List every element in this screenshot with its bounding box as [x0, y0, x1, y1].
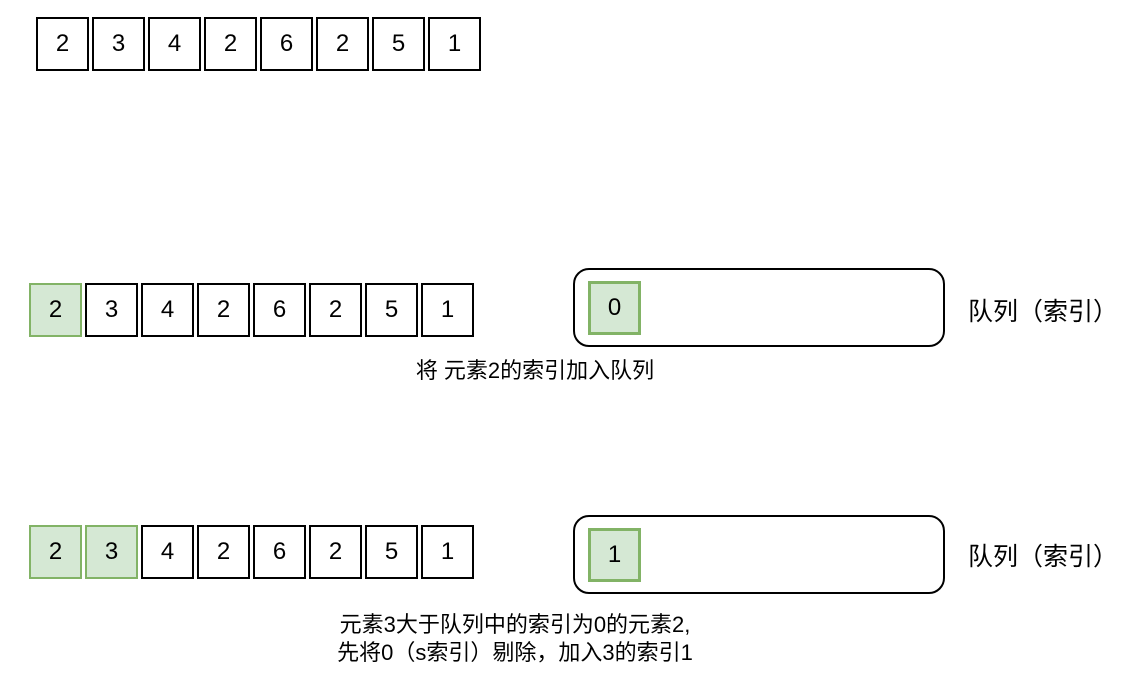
queue-label: 队列（索引）: [968, 298, 1119, 326]
array-cell: 6: [260, 17, 313, 71]
array-cell: 2: [36, 17, 89, 71]
array-cell: 4: [141, 283, 194, 337]
array-cell: 5: [372, 17, 425, 71]
array-cell: 2: [309, 283, 362, 337]
array-cell: 1: [421, 283, 474, 337]
array-row-initial: 2 3 4 2 6 2 5 1: [36, 17, 481, 71]
array-cell: 2: [197, 283, 250, 337]
array-cell: 3: [92, 17, 145, 71]
array-cell: 2: [309, 525, 362, 579]
queue-box-step2: 1: [573, 515, 945, 594]
caption-line: 先将0（s索引）剔除，加入3的索引1: [337, 640, 693, 665]
array-cell: 1: [428, 17, 481, 71]
array-cell: 5: [365, 283, 418, 337]
array-cell: 2: [204, 17, 257, 71]
array-cell: 6: [253, 283, 306, 337]
array-cell: 4: [148, 17, 201, 71]
queue-label: 队列（索引）: [968, 543, 1119, 571]
caption-line: 元素3大于队列中的索引为0的元素2,: [339, 612, 691, 637]
array-cell: 2: [197, 525, 250, 579]
array-cell: 2: [316, 17, 369, 71]
queue-item: 1: [588, 528, 641, 582]
array-cell: 3: [85, 283, 138, 337]
array-cell: 6: [253, 525, 306, 579]
step1-caption: 将 元素2的索引加入队列: [185, 357, 885, 385]
array-cell: 1: [421, 525, 474, 579]
queue-item: 0: [588, 281, 641, 335]
caption-line: 将 元素2的索引加入队列: [415, 358, 655, 383]
array-cell: 5: [365, 525, 418, 579]
array-row-step1: 2 3 4 2 6 2 5 1: [29, 283, 474, 337]
array-cell-highlighted: 3: [85, 525, 138, 579]
array-cell-highlighted: 2: [29, 283, 82, 337]
step2-caption: 元素3大于队列中的索引为0的元素2, 先将0（s索引）剔除，加入3的索引1: [165, 611, 865, 667]
array-cell: 4: [141, 525, 194, 579]
array-cell-highlighted: 2: [29, 525, 82, 579]
array-row-step2: 2 3 4 2 6 2 5 1: [29, 525, 474, 579]
queue-box-step1: 0: [573, 268, 945, 347]
